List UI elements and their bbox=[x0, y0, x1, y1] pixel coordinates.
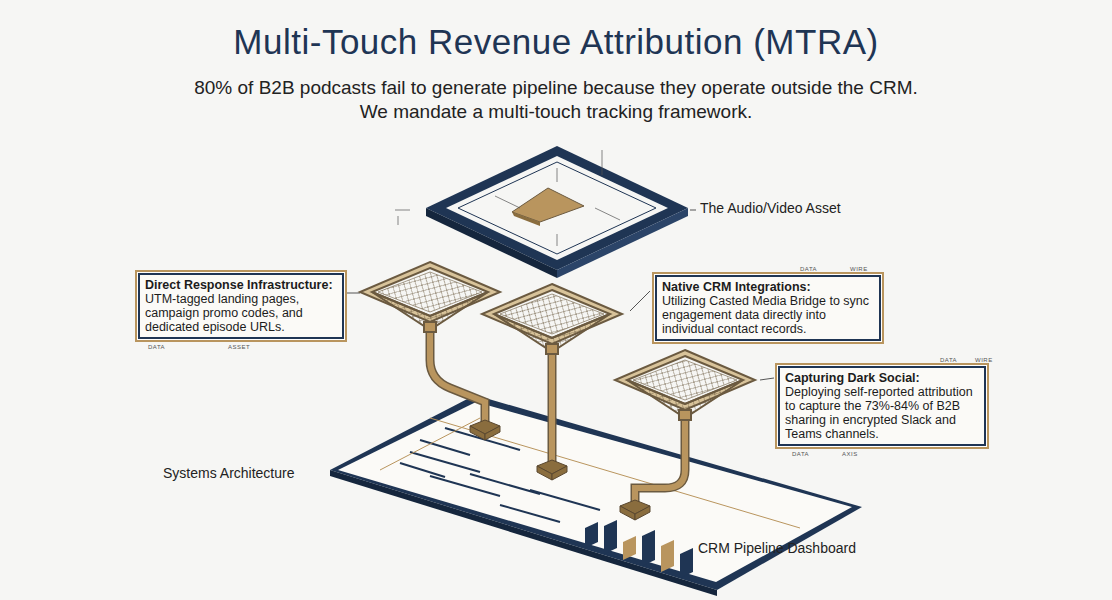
page-caption: 80% of B2B podcasts fail to generate pip… bbox=[190, 76, 922, 124]
tag-text: AXIS bbox=[842, 451, 858, 457]
callout-heading: Native CRM Integrations: bbox=[662, 280, 874, 294]
callout-body: Deploying self-reported attribution to c… bbox=[785, 385, 979, 441]
callout-box: Direct Response Infrastructure:UTM-tagge… bbox=[135, 270, 347, 342]
tag-text: WIRE bbox=[850, 266, 868, 272]
asset-label: The Audio/Video Asset bbox=[700, 200, 841, 216]
tag-text: DATA bbox=[800, 266, 817, 272]
callout-body: UTM-tagged landing pages, campaign promo… bbox=[145, 292, 337, 334]
callout-box: Native CRM Integrations:Utilizing Casted… bbox=[652, 272, 884, 344]
section-label: Systems Architecture bbox=[163, 465, 295, 481]
asset-platform bbox=[395, 146, 688, 278]
callout-body: Utilizing Casted Media Bridge to sync en… bbox=[662, 294, 874, 336]
callout-box: Capturing Dark Social:Deploying self-rep… bbox=[775, 363, 989, 449]
callout-heading: Capturing Dark Social: bbox=[785, 371, 979, 385]
tag-text: WIRE bbox=[975, 357, 993, 363]
callout-heading: Direct Response Infrastructure: bbox=[145, 278, 337, 292]
tag-text: DATA bbox=[148, 344, 165, 350]
dashboard-label: CRM Pipeline Dashboard bbox=[698, 540, 856, 556]
tag-text: DATA bbox=[792, 451, 809, 457]
tag-text: ASSET bbox=[228, 344, 250, 350]
tag-text: DATA bbox=[940, 357, 957, 363]
page-title: Multi-Touch Revenue Attribution (MTRA) bbox=[0, 22, 1112, 62]
